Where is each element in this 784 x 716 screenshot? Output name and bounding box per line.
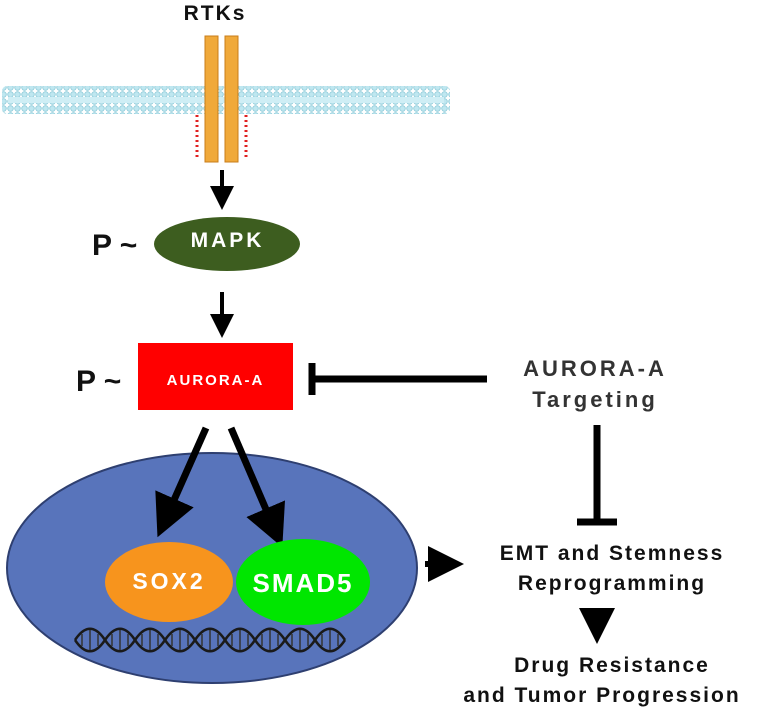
arrow-aurora-to-sox2 — [155, 426, 210, 538]
sox2-label: SOX2 — [132, 568, 206, 594]
smad5-label: SMAD5 — [252, 568, 354, 598]
mapk-node — [154, 217, 300, 271]
mapk-phospho-label: P ~ — [92, 229, 138, 262]
smad5-node — [236, 539, 370, 625]
emt-label-line1: EMT and Stemness — [499, 542, 725, 565]
inhibition-targeting-emt — [577, 425, 617, 526]
aurora-phospho-label: P ~ — [76, 365, 122, 398]
mapk-label: MAPK — [190, 229, 265, 252]
drug-resistance-label-line2: and Tumor Progression — [463, 684, 741, 707]
arrow-aurora-to-smad5 — [227, 426, 285, 548]
targeting-label-line1: AURORA-A — [523, 356, 667, 381]
aurora-a-node — [138, 343, 293, 410]
emt-label-line2: Reprogramming — [517, 572, 707, 595]
rtk-receptor — [195, 35, 248, 163]
inhibition-targeting-aurora — [308, 363, 487, 395]
drug-resistance-label-line1: Drug Resistance — [514, 654, 710, 677]
rtks-label: RTKs — [183, 2, 247, 25]
dna-helix — [73, 627, 347, 653]
targeting-label-line2: Targeting — [532, 387, 658, 412]
aurora-a-label: AURORA-A — [166, 372, 265, 389]
sox2-node — [105, 542, 233, 622]
